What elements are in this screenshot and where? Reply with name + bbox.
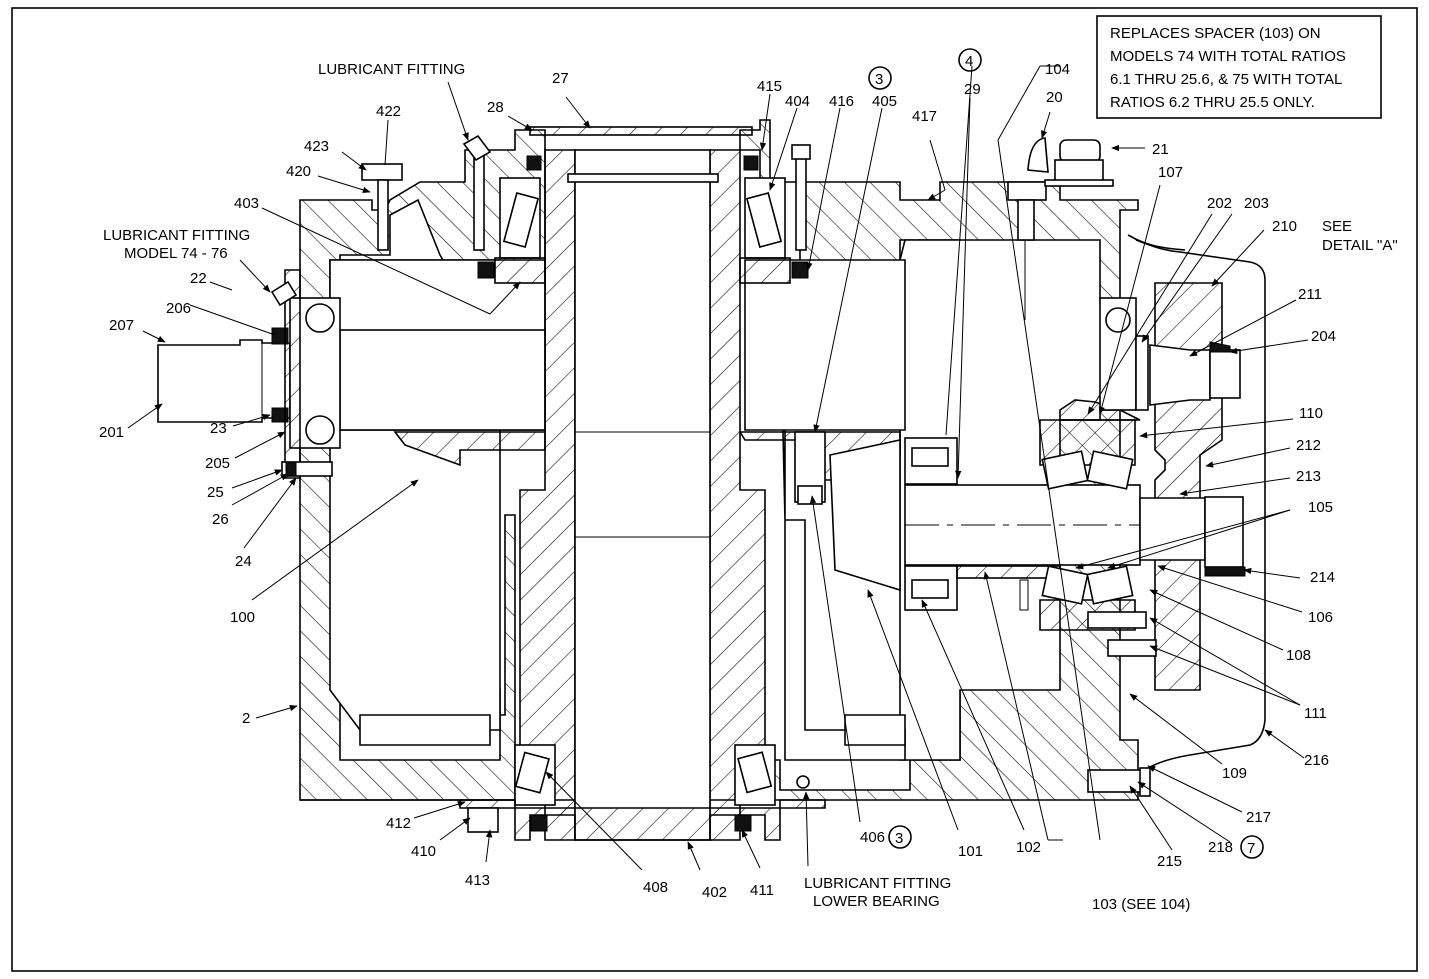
vertical-output-shaft [361,126,901,841]
label-lubricant-fitting-lower-line1: LUBRICANT FITTING [804,875,951,892]
label-lubricant-fitting-model-line2: MODEL 74 - 76 [124,245,228,262]
circled-ref-7: 7 [1247,840,1255,857]
callout-212: 212 [1296,437,1321,454]
callout-408: 408 [643,879,668,896]
note-line-3: 6.1 THRU 25.6, & 75 WITH TOTAL [1110,71,1342,88]
label-detail-a: DETAIL "A" [1322,237,1398,254]
callout-2: 2 [242,710,250,727]
note-box: REPLACES SPACER (103) ON MODELS 74 WITH … [1096,15,1382,119]
circled-ref-3-bottom: 3 [895,830,903,847]
circled-references: 4 3 3 7 [868,48,1264,859]
callout-217: 217 [1246,809,1271,826]
callout-111: 111 [1304,705,1327,722]
label-lubricant-fitting-model-line1: LUBRICANT FITTING [103,227,250,244]
note-line-1: REPLACES SPACER (103) ON [1110,25,1321,42]
callout-203: 203 [1244,195,1269,212]
callout-204: 204 [1311,328,1336,345]
callout-206: 206 [166,300,191,317]
callout-205: 205 [205,455,230,472]
note-line-4: RATIOS 6.2 THRU 25.5 ONLY. [1110,94,1315,111]
callout-403: 403 [234,195,259,212]
label-see: SEE [1322,218,1352,235]
callout-416: 416 [829,93,854,110]
callout-413: 413 [465,872,490,889]
callout-104: 104 [1045,61,1070,78]
callout-404: 404 [785,93,810,110]
callout-25: 25 [207,484,224,501]
callout-417: 417 [912,108,937,125]
callout-202: 202 [1207,195,1232,212]
callout-420: 420 [286,163,311,180]
callout-405: 405 [872,93,897,110]
callout-28: 28 [487,99,504,116]
callout-24: 24 [235,553,252,570]
callout-106: 106 [1308,609,1333,626]
callout-211: 211 [1298,286,1322,303]
callout-207: 207 [109,317,134,334]
callout-22: 22 [190,270,207,287]
callout-107: 107 [1158,164,1183,181]
callout-406: 406 [860,829,885,846]
drawing-border [11,7,1418,972]
callout-411: 411 [750,882,774,899]
callout-412: 412 [386,815,411,832]
callout-214: 214 [1310,569,1335,586]
text-labels: LUBRICANT FITTING LUBRICANT FITTING MODE… [103,61,1398,913]
leader-lines [127,65,1309,871]
label-lubricant-fitting-lower-line2: LOWER BEARING [813,893,940,910]
callout-29: 29 [964,81,981,98]
label-103-see-104: 103 (SEE 104) [1092,896,1190,913]
circled-ref-3-top: 3 [875,71,883,88]
callout-218: 218 [1208,839,1233,856]
callout-402: 402 [702,884,727,901]
callout-110: 110 [1299,405,1323,422]
label-lubricant-fitting-top: LUBRICANT FITTING [318,61,465,78]
callout-201: 201 [99,424,124,441]
callout-102: 102 [1016,839,1041,856]
callout-23: 23 [210,420,227,437]
callout-213: 213 [1296,468,1321,485]
callout-27: 27 [552,70,569,87]
note-line-2: MODELS 74 WITH TOTAL RATIOS [1110,48,1346,65]
circled-ref-4: 4 [965,53,973,70]
callout-105: 105 [1308,499,1333,516]
callout-423: 423 [304,138,329,155]
callout-108: 108 [1286,647,1311,664]
callout-410: 410 [411,843,436,860]
callout-21: 21 [1152,141,1169,158]
callout-100: 100 [230,609,255,626]
callout-numbers: 2 20 21 22 23 24 25 26 27 28 29 100 101 … [99,61,1336,901]
callout-216: 216 [1304,752,1329,769]
callout-215: 215 [1157,853,1182,870]
callout-422: 422 [376,103,401,120]
callout-415: 415 [757,78,782,95]
callout-20: 20 [1046,89,1063,106]
callout-109: 109 [1222,765,1247,782]
callout-210: 210 [1272,218,1297,235]
input-shaft-assembly [157,269,546,479]
callout-101: 101 [958,843,983,860]
callout-26: 26 [212,511,229,528]
